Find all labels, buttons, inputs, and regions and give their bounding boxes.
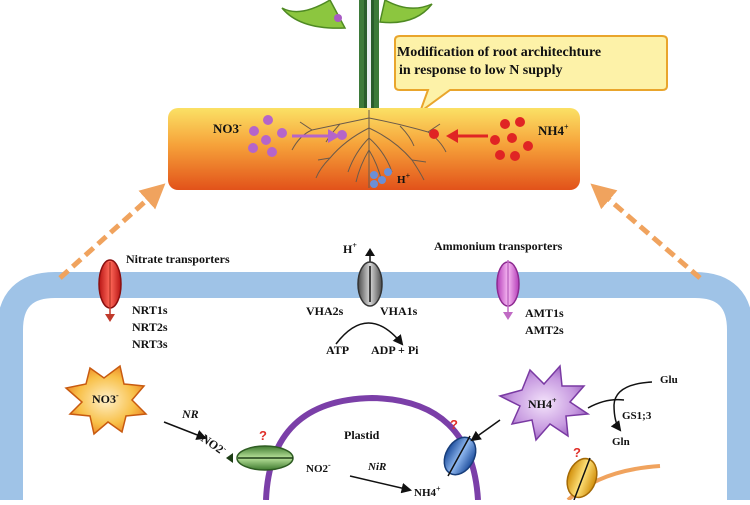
ammonium-transporter-icon bbox=[496, 260, 520, 320]
pump-proton-label: H+ bbox=[343, 241, 357, 256]
ammonium-transporters-title: Ammonium transporters bbox=[434, 239, 563, 253]
soil-ammonium-label: NH4+ bbox=[538, 122, 569, 138]
soil-band bbox=[168, 108, 580, 190]
nrt3-label: NRT3s bbox=[132, 337, 168, 351]
dashed-arrow-left bbox=[58, 183, 166, 280]
soil-nitrate-label: NO3- bbox=[213, 120, 242, 136]
nir-arrow bbox=[349, 475, 413, 494]
nitrate-transporter-list: NRT1s NRT2s NRT3s bbox=[132, 302, 168, 353]
cyto-nitrate-label: NO3- bbox=[92, 391, 119, 406]
dashed-arrow-right bbox=[590, 183, 702, 280]
callout-text: Modification of root architechture in re… bbox=[397, 44, 667, 80]
adp-label: ADP + Pi bbox=[371, 343, 419, 357]
nrt2-label: NRT2s bbox=[132, 320, 168, 334]
nr-label: NR bbox=[182, 407, 199, 421]
soil-proton-dots bbox=[370, 168, 392, 188]
gln-label: Gln bbox=[612, 436, 630, 448]
soil-nitrate-dots bbox=[248, 115, 347, 157]
soil-proton-label: H+ bbox=[397, 171, 411, 186]
soil-ammonium-dots bbox=[429, 117, 533, 161]
ammonium-to-plastid-arrow bbox=[470, 419, 501, 442]
callout-bubble bbox=[394, 35, 668, 115]
nrt1-label: NRT1s bbox=[132, 303, 168, 317]
amt1-label: AMT1s bbox=[525, 306, 564, 320]
nitrate-transporters-title: Nitrate transporters bbox=[126, 252, 230, 266]
atp-label: ATP bbox=[326, 343, 350, 357]
root-system bbox=[291, 110, 447, 188]
gs-cycle-arrow bbox=[610, 381, 653, 432]
unknown-marker-nitrite: ? bbox=[259, 428, 267, 443]
vha1-label: VHA1s bbox=[380, 304, 418, 318]
nitrite-transporter-icon bbox=[226, 445, 294, 471]
plastid-title: Plastid bbox=[344, 428, 380, 442]
callout-line-2: in response to low N supply bbox=[399, 63, 563, 79]
vha2-label: VHA2s bbox=[306, 304, 344, 318]
cyto-ammonium-label: NH4+ bbox=[528, 396, 557, 411]
ammonium-transporter-list: AMT1s AMT2s bbox=[525, 305, 564, 339]
proton-pump-icon bbox=[335, 248, 404, 346]
yellow-transporter-icon bbox=[566, 457, 598, 501]
unknown-marker-yellow: ? bbox=[573, 445, 581, 460]
callout-line-1: Modification of root architechture bbox=[397, 45, 602, 60]
glu-label: Glu bbox=[660, 374, 678, 386]
nitrate-star-shape bbox=[64, 364, 148, 436]
ammonium-star-shape bbox=[497, 364, 591, 442]
plastid-ammonium-transporter-icon bbox=[443, 435, 477, 477]
nir-label: NiR bbox=[368, 461, 387, 473]
amt2-label: AMT2s bbox=[525, 323, 564, 337]
nitrate-transporter-icon bbox=[98, 259, 122, 322]
plastid-membrane bbox=[263, 394, 481, 501]
plastid-nitrite-label: NO2- bbox=[306, 460, 331, 475]
plant-shoot bbox=[281, 0, 433, 110]
nr-arrow bbox=[163, 421, 207, 440]
gs-main-arrow bbox=[587, 398, 625, 409]
gs-label: GS1;3 bbox=[622, 410, 652, 422]
plastid-ammonium-label: NH4+ bbox=[414, 484, 441, 499]
unknown-marker-plastid-ammonium: ? bbox=[450, 417, 458, 432]
